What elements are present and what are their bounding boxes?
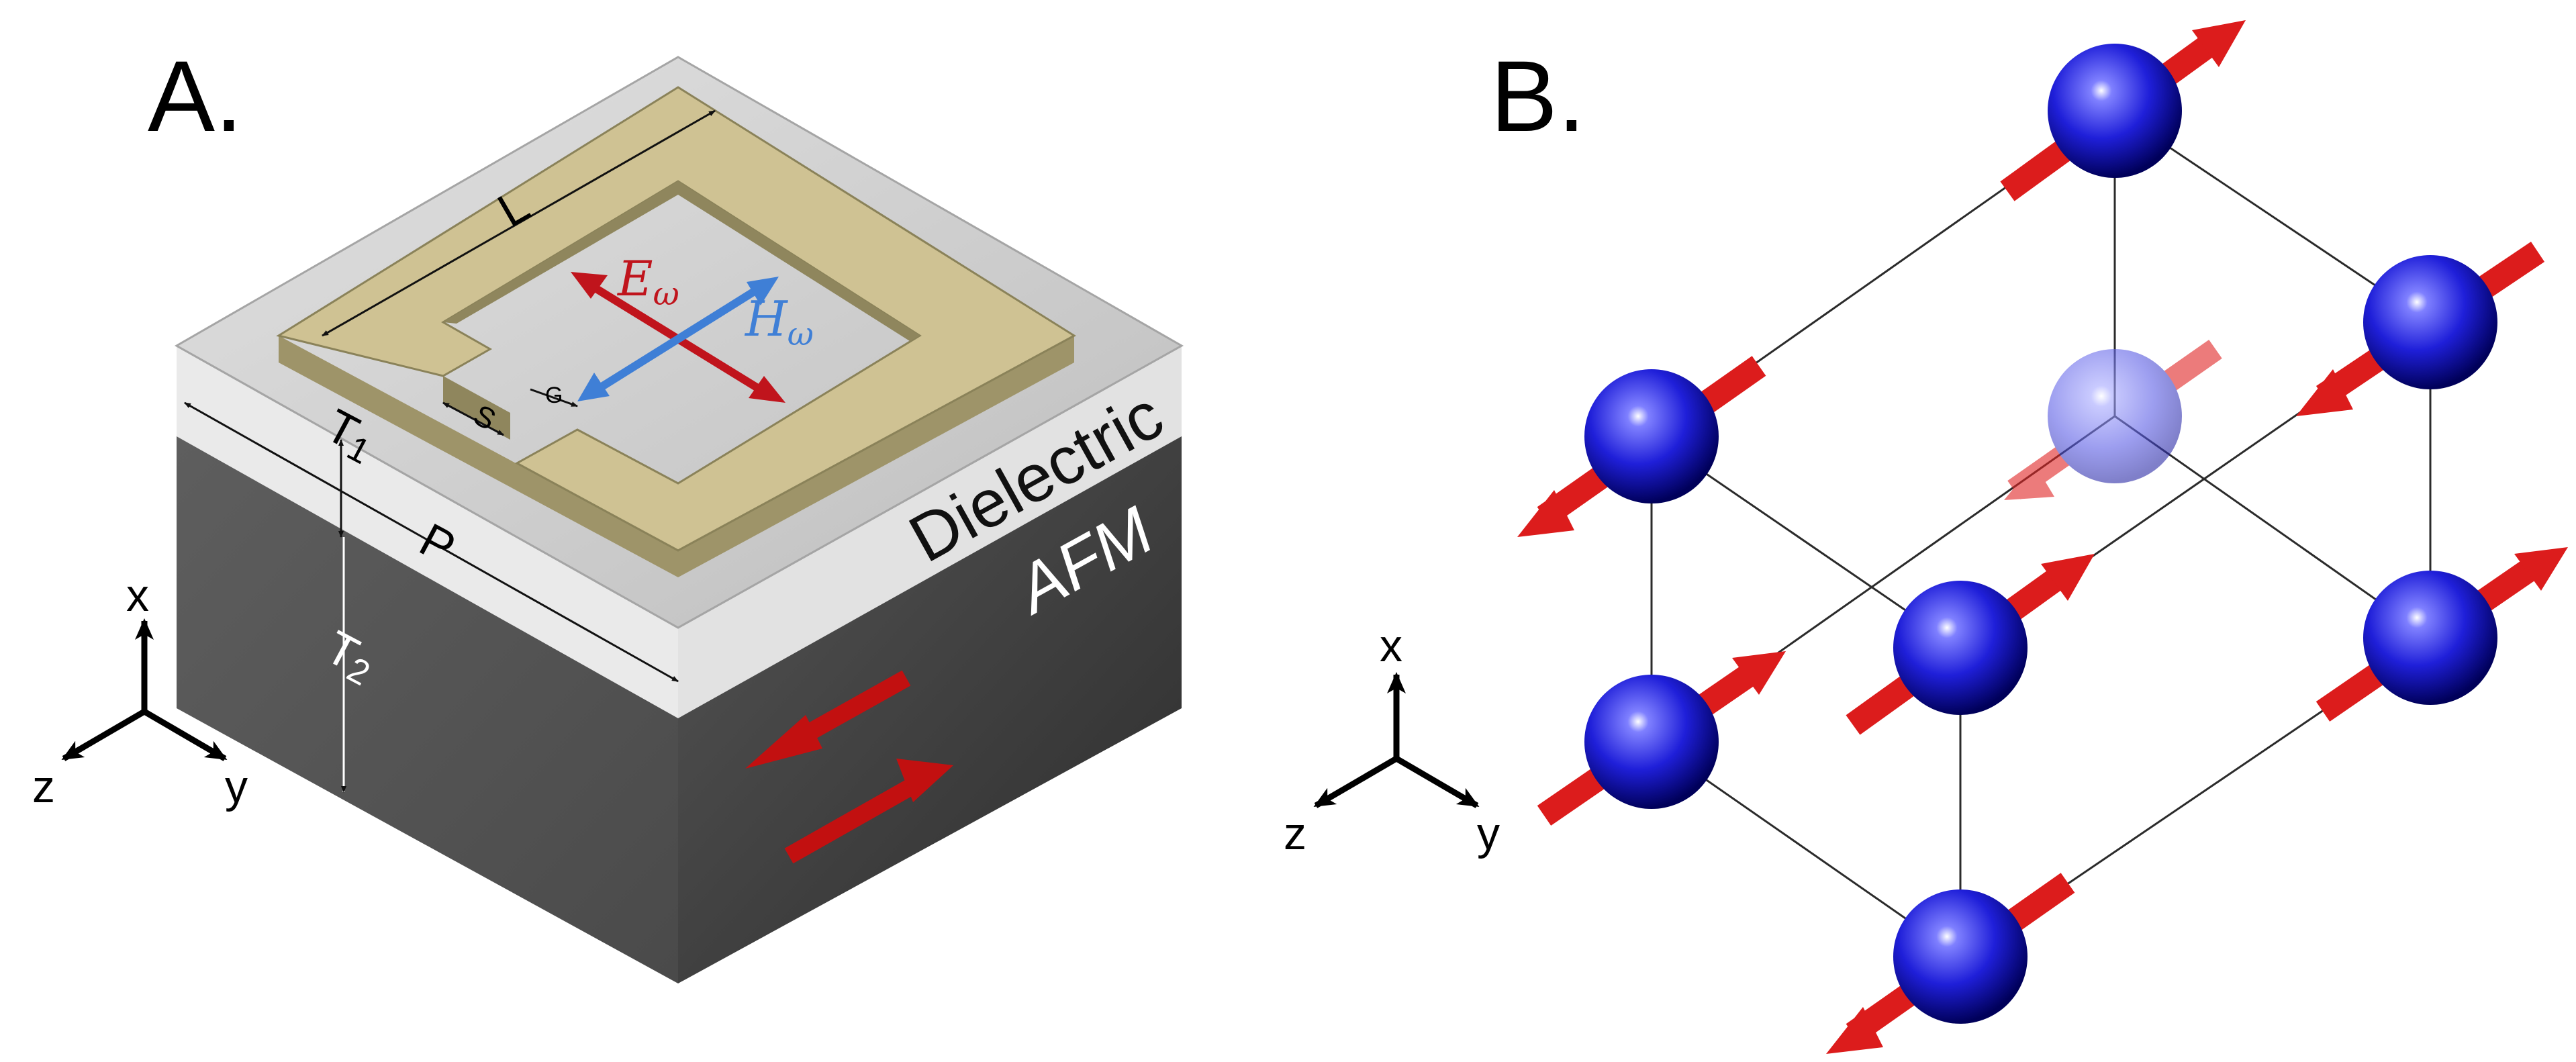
panel-a-label: A. [148, 40, 243, 152]
axis-b-y-arrow [1394, 756, 1480, 808]
lattice-edges [1650, 109, 2432, 958]
atom-center [1846, 554, 2095, 735]
dimension-lines [184, 109, 716, 793]
h-field-label: Hω [744, 291, 814, 353]
panel-b: B. [1284, 20, 2568, 1054]
atom-top-left [1517, 356, 1766, 537]
atom-bottom-front [1826, 873, 2075, 1054]
axis-a-y-label: y [225, 761, 248, 812]
axis-a-z-arrow [61, 709, 146, 761]
dim-S-line [442, 401, 504, 436]
atom-back-bottom [2004, 340, 2222, 500]
axes-b [1313, 672, 1480, 808]
axis-b-z-arrow [1313, 756, 1398, 808]
dim-G-label: G [545, 383, 563, 408]
h-field-arrow [577, 277, 779, 401]
axis-b-x-label: x [1380, 620, 1402, 671]
dim-P-line [184, 401, 679, 683]
axis-b-z-label: z [1284, 808, 1306, 859]
afm-spin-arrows [745, 670, 953, 864]
atom-middle-right [2316, 547, 2568, 722]
axes-a [61, 618, 228, 761]
dielectric-right-face [678, 346, 1182, 718]
panel-b-label: B. [1490, 40, 1586, 152]
axis-a-x-label: x [126, 570, 149, 621]
dim-L-line [322, 109, 716, 337]
panel-a: A. [32, 40, 1184, 983]
dim-G-line [530, 388, 578, 407]
atom-top-right [2296, 242, 2545, 416]
axis-a-z-label: z [32, 761, 55, 812]
axis-a-y-arrow [142, 709, 228, 761]
atom-bottom-left [1537, 651, 1786, 826]
axis-b-y-label: y [1477, 808, 1500, 859]
atom-top-back [2000, 20, 2246, 201]
